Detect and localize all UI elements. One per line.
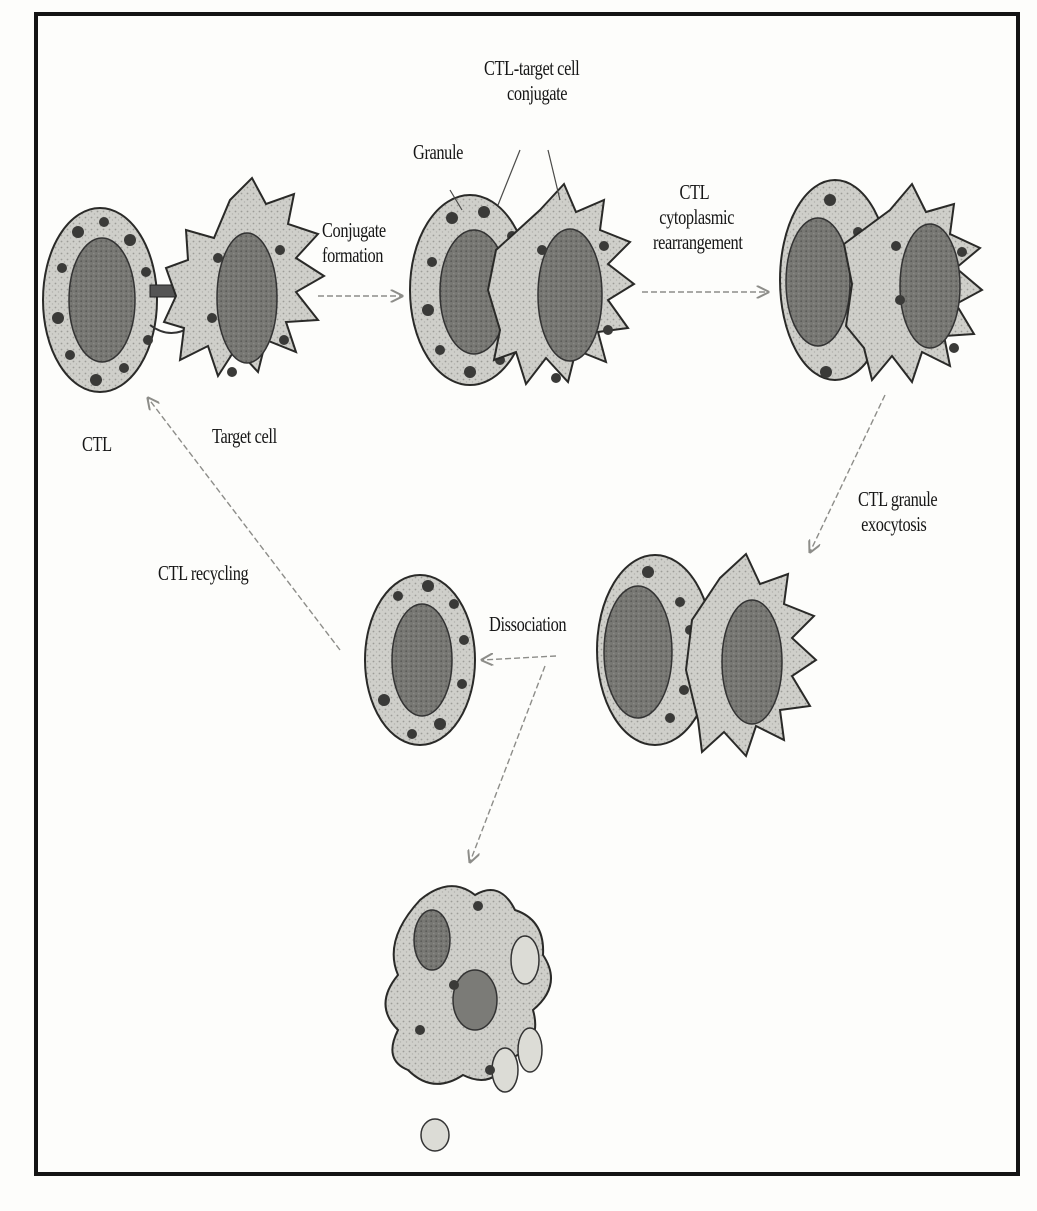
stage1-ctl-cell bbox=[43, 208, 157, 392]
arrow-to-lysis bbox=[470, 666, 545, 862]
process-arrows bbox=[148, 292, 885, 862]
stage6-apoptotic-cell bbox=[386, 886, 552, 1151]
label-cytoplasmic-rearrangement: CTL cytoplasmic rearrangement bbox=[653, 180, 743, 255]
stage5-recycled-ctl bbox=[365, 575, 475, 745]
label-dissociation: Dissociation bbox=[489, 612, 566, 637]
label-ctl: CTL bbox=[82, 432, 112, 457]
arrow-dissociation bbox=[482, 656, 556, 660]
label-granule: Granule bbox=[413, 140, 463, 165]
stage2-target-cell bbox=[488, 184, 634, 384]
label-ctl-recycling: CTL recycling bbox=[158, 561, 248, 586]
stage1-target-cell bbox=[164, 178, 324, 377]
label-target-cell: Target cell bbox=[212, 424, 277, 449]
label-granule-exocytosis: CTL granule exocytosis bbox=[858, 487, 937, 537]
label-cell-conjugate: CTL-target cell conjugate bbox=[484, 56, 579, 106]
label-conjugate-formation: Conjugate formation bbox=[322, 218, 386, 268]
stage4-target-cell bbox=[686, 554, 816, 756]
